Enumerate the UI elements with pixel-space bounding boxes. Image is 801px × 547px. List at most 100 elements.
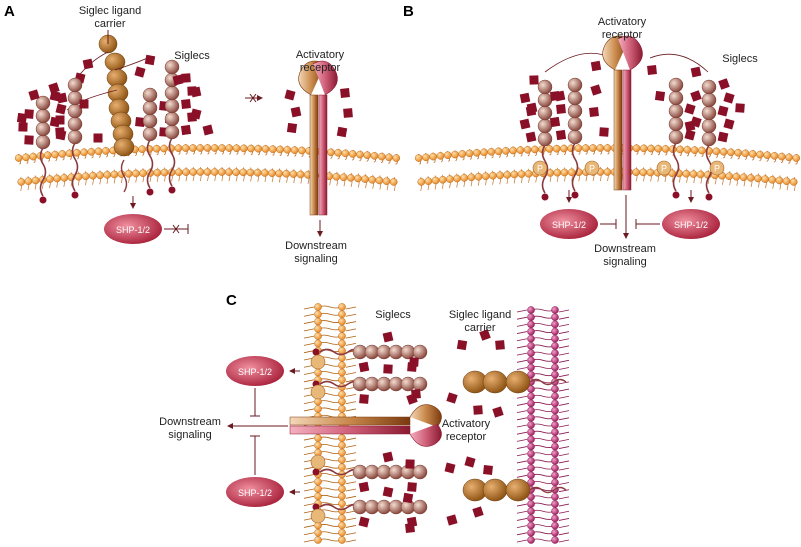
lipid-head	[254, 144, 263, 153]
lipid-head	[268, 169, 276, 177]
lipid-tail	[516, 518, 570, 521]
lipid-head	[339, 173, 348, 182]
lipid-head	[551, 320, 559, 329]
lipid-head	[768, 175, 777, 184]
lipid-tail	[516, 367, 570, 370]
ig-domain	[142, 100, 158, 116]
carrier-domain	[113, 137, 135, 157]
ig-domain	[164, 111, 180, 127]
lipid-head	[438, 175, 447, 184]
panel-c-shp-top-ellipse	[226, 356, 284, 386]
lipid-head	[240, 144, 248, 153]
lipid-tail	[303, 488, 357, 492]
lipid-head	[338, 376, 346, 384]
lipid-head	[527, 399, 535, 408]
receptor-stalk-left	[613, 69, 623, 191]
itim-motif	[571, 191, 579, 199]
transmembrane-helix	[71, 142, 79, 192]
lipid-head	[551, 370, 559, 379]
ig-domain	[668, 116, 684, 132]
sialic-acid-square	[93, 133, 103, 143]
lipid-head	[551, 536, 559, 544]
lipid-head	[761, 175, 769, 183]
lipid-head	[527, 327, 535, 336]
phospho-circle	[656, 160, 672, 176]
lipid-head	[527, 521, 535, 530]
lipid-tail	[516, 395, 570, 399]
lipid-head	[338, 456, 346, 464]
lipid-head	[14, 154, 23, 162]
lipid-head	[473, 149, 481, 157]
lipid-head	[777, 152, 786, 161]
lipid-head	[527, 363, 535, 372]
sialic-acid-square	[684, 103, 696, 115]
lipid-head	[338, 303, 346, 311]
sialic-acid-square	[599, 127, 609, 137]
panel-c-shp-bottom-label: SHP-1/2	[238, 488, 272, 498]
lipid-head	[551, 363, 559, 372]
lipid-head	[689, 170, 698, 178]
panel-c-downstream-label-2: signaling	[168, 429, 211, 441]
lipid-head	[298, 146, 306, 155]
panel-c-downstream-label-1: Downstream	[159, 416, 221, 428]
lipid-head	[551, 414, 559, 422]
panel-c-activatory-receptor	[289, 404, 442, 447]
ig-domain	[668, 129, 684, 145]
lipid-head	[551, 507, 559, 516]
lipid-head	[551, 428, 559, 436]
lipid-head	[210, 168, 219, 176]
lipid-head	[368, 175, 377, 184]
lipid-head	[356, 150, 364, 159]
lipid-head	[560, 144, 568, 153]
lipid-head	[338, 368, 346, 377]
sialic-acid-square	[359, 394, 369, 404]
lipid-tail	[303, 444, 357, 448]
lipid-head	[196, 144, 205, 152]
lipid-head	[338, 339, 346, 348]
lipid-head	[182, 168, 190, 176]
lipid-head	[551, 493, 559, 501]
phospho-circle	[310, 454, 326, 470]
lipid-head	[551, 356, 559, 365]
sialic-acid-square	[684, 129, 696, 141]
lipid-head	[527, 471, 535, 480]
lipid-head	[698, 146, 706, 155]
lipid-tail	[516, 525, 570, 529]
phospho-label: P	[537, 164, 543, 174]
lipid-head	[51, 150, 59, 159]
lipid-head	[96, 171, 104, 180]
lipid-tail	[516, 331, 570, 334]
lipid-head	[551, 342, 559, 350]
sialic-acid-square	[48, 82, 60, 94]
lipid-tail	[516, 510, 570, 514]
lipid-head	[746, 174, 755, 182]
lipid-head	[338, 485, 346, 493]
ig-domain	[668, 77, 684, 93]
lipid-head	[551, 449, 559, 458]
sialic-acid-square	[717, 131, 729, 143]
lipid-head	[502, 147, 510, 155]
lipid-head	[382, 177, 391, 185]
lipid-tail	[303, 539, 357, 543]
lipid-tail	[516, 503, 570, 507]
ig-domain	[164, 85, 180, 101]
lipid-head	[102, 147, 110, 155]
sialic-acid-square	[144, 54, 156, 66]
lipid-head	[654, 144, 663, 153]
lipid-head	[527, 536, 535, 544]
carrier-domain	[505, 478, 531, 502]
lipid-head	[139, 169, 147, 177]
sialic-acid-square	[495, 340, 505, 350]
lipid-tail	[516, 309, 570, 313]
sialic-acid-square	[526, 102, 538, 114]
lipid-head	[725, 172, 734, 181]
panel-c-siglec-2	[312, 376, 428, 392]
lipid-head	[754, 174, 762, 183]
lipid-tail	[516, 438, 570, 442]
panel-a-ligand-carrier-label-2: carrier	[94, 18, 126, 30]
lipid-head	[792, 154, 801, 162]
lipid-head	[517, 170, 526, 178]
lipid-tail	[516, 460, 570, 464]
lipid-head	[314, 536, 322, 544]
